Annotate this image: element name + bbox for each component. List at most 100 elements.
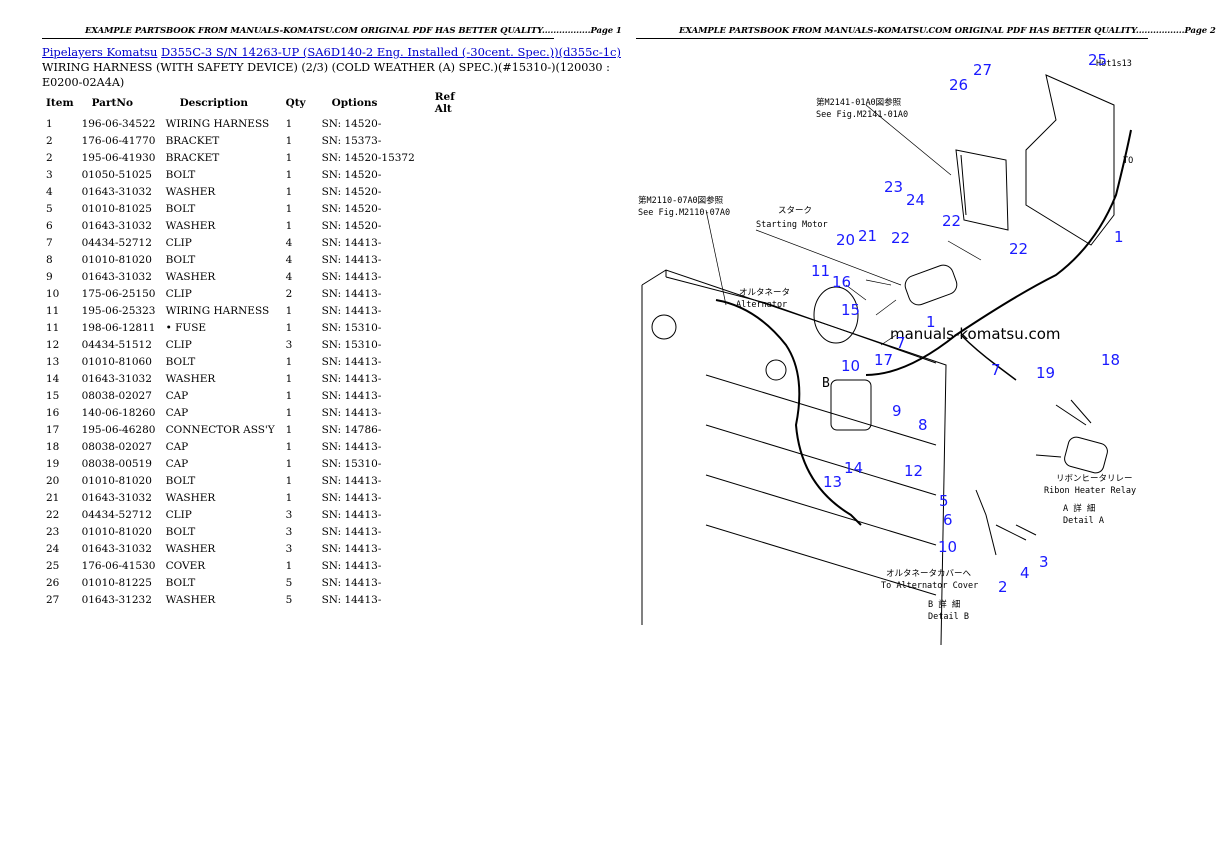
cell-description: CLIP — [165, 236, 192, 249]
cell-partno: 195-06-25323 — [81, 304, 156, 317]
cell-ref-alt — [419, 404, 479, 421]
cell-ref-alt — [419, 268, 479, 285]
cell-options: SN: 14413- — [321, 253, 382, 266]
callout-10: 10 — [938, 538, 957, 556]
cell-qty: 1 — [285, 457, 293, 470]
cell-options: SN: 14520- — [321, 185, 382, 198]
cell-partno: 195-06-46280 — [81, 423, 156, 436]
cell-item: 9 — [46, 270, 53, 283]
breadcrumb-link-model[interactable]: D355C-3 S/N 14263-UP (SA6D140-2 Eng. Ins… — [161, 45, 621, 59]
cell-options: SN: 14520- — [321, 117, 382, 130]
cell-qty: 1 — [285, 491, 293, 504]
starter-motor — [904, 264, 958, 306]
cell-ref-alt — [419, 336, 479, 353]
cell-ref-alt — [419, 115, 479, 132]
cell-item: 20 — [46, 474, 60, 487]
label-to: TO — [1123, 156, 1133, 166]
cell-options: SN: 14413- — [321, 270, 382, 283]
cell-qty: 1 — [285, 406, 293, 419]
cell-item: 10 — [46, 287, 60, 300]
cell-ref-alt — [419, 132, 479, 149]
callout-13: 13 — [823, 473, 842, 491]
label-detail-b-en: Detail B — [928, 612, 969, 622]
cell-options: SN: 14413- — [321, 355, 382, 368]
cell-partno: 01010-81020 — [81, 474, 152, 487]
callout-7: 7 — [991, 361, 1001, 379]
callout-27: 27 — [973, 61, 992, 79]
col-header-description: Description — [179, 97, 248, 109]
cell-options: SN: 14413- — [321, 287, 382, 300]
callout-9: 9 — [892, 402, 902, 420]
label-hot: Hot1s13 — [1096, 59, 1132, 69]
cell-partno: 01010-81060 — [81, 355, 152, 368]
breadcrumb-link-pipelayers[interactable]: Pipelayers Komatsu — [42, 45, 158, 59]
cell-item: 7 — [46, 236, 53, 249]
cell-options: SN: 15310- — [321, 457, 382, 470]
label-ref-m2141-jp: 第M2141-01A0図参照 — [816, 97, 902, 108]
cell-options: SN: 14520-15372 — [321, 151, 415, 164]
callout-1: 1 — [926, 313, 936, 331]
cell-ref-alt — [419, 370, 479, 387]
cell-ref-alt — [419, 540, 479, 557]
cell-options: SN: 14413- — [321, 406, 382, 419]
cell-qty: 1 — [285, 168, 293, 181]
cell-description: BOLT — [165, 576, 196, 589]
cell-description: CLIP — [165, 287, 192, 300]
cell-partno: 175-06-25150 — [81, 287, 156, 300]
cell-item: 26 — [46, 576, 60, 589]
callout-24: 24 — [906, 191, 925, 209]
cell-partno: 198-06-12811 — [81, 321, 156, 334]
cell-ref-alt — [419, 574, 479, 591]
cell-qty: 4 — [285, 270, 293, 283]
cell-options: SN: 14413- — [321, 236, 382, 249]
cell-options: SN: 14413- — [321, 304, 382, 317]
parts-table: Item PartNo Description Qty Options Ref … — [42, 91, 479, 608]
cell-description: BOLT — [165, 474, 196, 487]
cell-ref-alt — [419, 387, 479, 404]
cell-item: 16 — [46, 406, 60, 419]
cell-qty: 1 — [285, 559, 293, 572]
cell-item: 6 — [46, 219, 53, 232]
cell-description: CAP — [165, 440, 189, 453]
cell-description: BOLT — [165, 525, 196, 538]
cell-partno: 01643-31032 — [81, 219, 152, 232]
cell-partno: 01643-31032 — [81, 270, 152, 283]
cell-partno: 04434-51512 — [81, 338, 152, 351]
cell-ref-alt — [419, 353, 479, 370]
cell-qty: 1 — [285, 202, 293, 215]
cell-item: 11 — [46, 321, 60, 334]
fuse-box — [830, 379, 872, 431]
cell-qty: 1 — [285, 321, 293, 334]
cell-description: COVER — [165, 559, 206, 572]
harness-branch — [960, 334, 1017, 381]
cell-description: WASHER — [165, 219, 216, 232]
cell-description: CLIP — [165, 508, 192, 521]
callout-5: 5 — [939, 492, 949, 510]
label-starter-jp: スターク — [778, 206, 812, 216]
label-detail-a-jp: A 詳 細 — [1063, 503, 1095, 514]
cell-description: BRACKET — [165, 134, 220, 147]
breadcrumb: Pipelayers Komatsu D355C-3 S/N 14263-UP … — [42, 45, 621, 59]
cell-partno: 196-06-34522 — [81, 117, 156, 130]
cell-options: SN: 14413- — [321, 542, 382, 555]
callout-25: 25 — [1088, 51, 1107, 69]
cell-ref-alt — [419, 302, 479, 319]
engine-top-edge — [665, 276, 937, 364]
cell-ref-alt — [419, 523, 479, 540]
cell-qty: 5 — [285, 593, 293, 606]
cell-partno: 01643-31032 — [81, 542, 152, 555]
callout-10: 10 — [841, 357, 860, 375]
